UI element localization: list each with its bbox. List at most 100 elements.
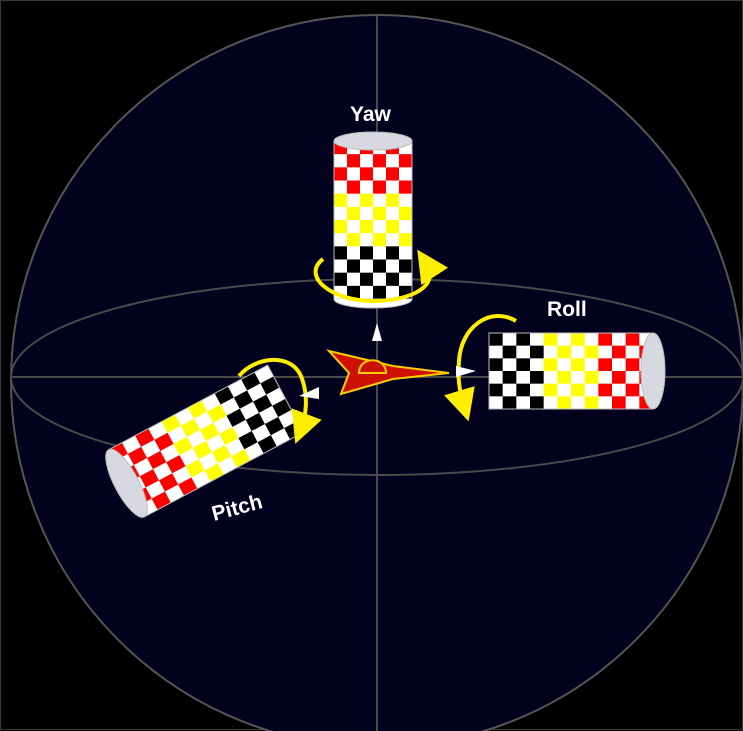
checker-tile xyxy=(516,358,531,372)
checker-tile xyxy=(373,167,387,181)
checker-tile xyxy=(347,154,361,168)
checker-tile xyxy=(360,246,374,260)
checker-tile xyxy=(399,272,413,287)
checker-tile xyxy=(543,333,558,346)
checker-tile xyxy=(399,233,413,247)
pitch-cylinder xyxy=(105,364,304,518)
checker-tile xyxy=(571,358,585,372)
checker-tile xyxy=(489,396,503,410)
checker-tile xyxy=(557,358,572,372)
checker-tile xyxy=(399,193,413,208)
checker-tile xyxy=(334,246,348,260)
checker-tile xyxy=(360,272,374,287)
checker-tile xyxy=(489,358,503,372)
checker-tile xyxy=(612,345,626,359)
checker-tile xyxy=(530,333,544,346)
checker-tile xyxy=(399,246,413,260)
checker-tile xyxy=(571,383,585,397)
checker-tile xyxy=(516,371,531,384)
checker-tile xyxy=(386,220,400,234)
checker-tile xyxy=(334,259,348,273)
checker-tile xyxy=(347,193,361,208)
checker-tile xyxy=(334,193,348,208)
roll-label: Roll xyxy=(547,298,587,321)
checker-tile xyxy=(360,220,374,234)
checker-tile xyxy=(543,371,558,384)
checker-tile xyxy=(347,246,361,260)
checker-tile xyxy=(360,285,374,300)
checker-tile xyxy=(543,383,558,397)
checker-tile xyxy=(516,333,531,346)
checker-tile xyxy=(360,167,374,181)
checker-tile xyxy=(373,285,387,300)
checker-tile xyxy=(347,167,361,181)
checker-tile xyxy=(334,220,348,234)
cylinder-cap xyxy=(333,131,413,151)
checker-tile xyxy=(386,233,400,247)
cylinder-cap xyxy=(640,332,666,410)
checker-tile xyxy=(571,333,585,346)
checker-tile xyxy=(502,371,517,384)
checker-tile xyxy=(347,220,361,234)
checker-tile xyxy=(373,272,387,287)
checker-tile xyxy=(347,206,361,221)
yaw-label: Yaw xyxy=(350,103,392,126)
checker-tile xyxy=(373,180,387,194)
checker-tile xyxy=(360,259,374,273)
checker-tile xyxy=(557,371,572,384)
checker-tile xyxy=(625,358,640,372)
checker-tile xyxy=(557,345,572,359)
checker-tile xyxy=(584,345,599,359)
checker-tile xyxy=(373,206,387,221)
checker-tile xyxy=(502,383,517,397)
checker-tile xyxy=(489,383,503,397)
checker-tile xyxy=(612,371,626,384)
checker-tile xyxy=(584,383,599,397)
checker-tile xyxy=(386,246,400,260)
checker-tile xyxy=(530,371,544,384)
roll-rotation-arrow xyxy=(444,314,518,422)
checker-tile xyxy=(571,345,585,359)
yaw-rotation-arrow xyxy=(313,249,449,304)
checker-tile xyxy=(373,246,387,260)
checker-tile xyxy=(584,371,599,384)
checker-tile xyxy=(399,259,413,273)
checker-tile xyxy=(386,167,400,181)
checker-tile xyxy=(625,371,640,384)
checker-tile xyxy=(502,345,517,359)
checker-tile xyxy=(373,193,387,208)
checker-tile xyxy=(386,180,400,194)
checker-tile xyxy=(571,396,585,410)
checker-tile xyxy=(489,345,503,359)
checker-tile xyxy=(530,383,544,397)
checker-tile xyxy=(360,206,374,221)
checker-tile xyxy=(612,358,626,372)
checker-tile xyxy=(386,259,400,273)
checker-tile xyxy=(612,333,626,346)
checker-tile xyxy=(502,396,517,410)
checker-tile xyxy=(557,396,572,410)
checker-tile xyxy=(489,371,503,384)
checker-tile xyxy=(386,193,400,208)
checker-tile xyxy=(625,345,640,359)
checker-tile xyxy=(571,371,585,384)
pitch-direction-arrow xyxy=(299,387,319,399)
yaw-direction-arrow xyxy=(372,323,382,341)
checker-tile xyxy=(373,259,387,273)
checker-tile xyxy=(598,333,613,346)
checker-tile xyxy=(598,345,613,359)
checker-tile xyxy=(557,333,572,346)
checker-tile xyxy=(598,371,613,384)
checker-tile xyxy=(543,345,558,359)
checker-tile xyxy=(334,180,348,194)
checker-tile xyxy=(334,272,348,287)
checker-tile xyxy=(598,358,613,372)
checker-tile xyxy=(530,396,544,410)
checker-tile xyxy=(360,180,374,194)
checker-tile xyxy=(347,285,361,300)
checker-tile xyxy=(516,345,531,359)
checker-tile xyxy=(386,272,400,287)
checker-tile xyxy=(399,167,413,181)
